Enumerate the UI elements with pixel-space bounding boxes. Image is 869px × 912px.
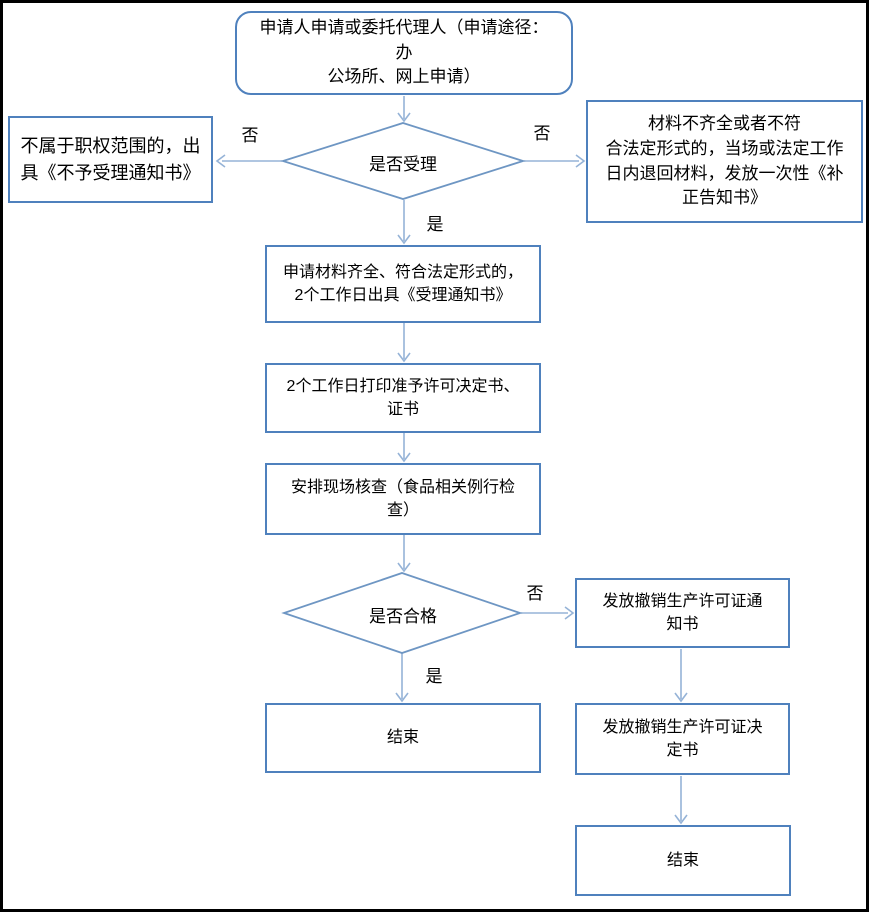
edge-label-yes-1: 是 <box>426 215 444 234</box>
node-incomplete-materials: 材料不齐全或者不符 合法定形式的，当场或法定工作 日内退回材料，发放一次性《补 … <box>586 100 863 223</box>
node-end-right: 结束 <box>575 825 791 896</box>
arrow-decision-accept-to-reject <box>215 154 282 168</box>
node-site-inspection: 安排现场核查（食品相关例行检 查） <box>265 463 541 535</box>
node-accept-notice-label: 申请材料齐全、符合法定形式的， 2个工作日出具《受理通知书》 <box>282 263 523 304</box>
edge-label-yes-2: 是 <box>425 667 443 686</box>
node-accept-notice: 申请材料齐全、符合法定形式的， 2个工作日出具《受理通知书》 <box>265 245 541 323</box>
arrow-print-to-inspection <box>397 433 411 463</box>
edge-label-no-right-1: 否 <box>533 124 551 143</box>
decision-accept-label: 是否受理 <box>369 155 437 174</box>
decision-accept-diamond <box>280 122 526 200</box>
arrow-start-to-decision-accept <box>397 96 411 123</box>
node-revoke-notice-label: 发放撤销生产许可证通 知书 <box>602 592 763 633</box>
decision-qualified-diamond <box>281 572 523 654</box>
flow-connectors <box>215 96 688 825</box>
node-revoke-decision-label: 发放撤销生产许可证决 定书 <box>602 718 763 759</box>
node-end-left-label: 结束 <box>386 729 419 747</box>
arrow-revoke-notice-to-revoke-decision <box>674 649 688 703</box>
arrow-revoke-decision-to-end <box>674 776 688 825</box>
arrow-accept-to-print <box>397 323 411 363</box>
node-incomplete-materials-label: 材料不齐全或者不符 合法定形式的，当场或法定工作 日内退回材料，发放一次性《补 … <box>605 114 844 208</box>
arrow-decision-qualified-to-end <box>395 653 409 703</box>
node-start-label: 申请人申请或委托代理人（申请途径：办 公场所、网上申请） <box>259 18 549 87</box>
edge-label-no-2: 否 <box>526 584 544 603</box>
arrow-inspection-to-decision-qualified <box>397 535 411 573</box>
edge-label-no-left: 否 <box>241 126 259 145</box>
arrow-decision-accept-to-accept <box>397 200 411 245</box>
node-revoke-notice: 发放撤销生产许可证通 知书 <box>575 578 790 648</box>
node-reject-notice-label: 不属于职权范围的，出 具《不予受理通知书》 <box>20 136 201 183</box>
node-start: 申请人申请或委托代理人（申请途径：办 公场所、网上申请） <box>235 11 573 95</box>
arrow-decision-qualified-to-revoke-notice <box>521 606 575 620</box>
node-end-left: 结束 <box>265 703 541 773</box>
node-print-license: 2个工作日打印准予许可决定书、 证书 <box>265 363 541 433</box>
node-site-inspection-label: 安排现场核查（食品相关例行检 查） <box>290 478 515 519</box>
node-revoke-decision: 发放撤销生产许可证决 定书 <box>575 703 790 775</box>
decision-qualified-label: 是否合格 <box>369 607 437 626</box>
node-end-right-label: 结束 <box>666 851 699 869</box>
node-print-license-label: 2个工作日打印准予许可决定书、 证书 <box>286 377 520 418</box>
arrow-decision-accept-to-incomplete <box>524 154 586 168</box>
node-reject-notice: 不属于职权范围的，出 具《不予受理通知书》 <box>8 116 213 203</box>
